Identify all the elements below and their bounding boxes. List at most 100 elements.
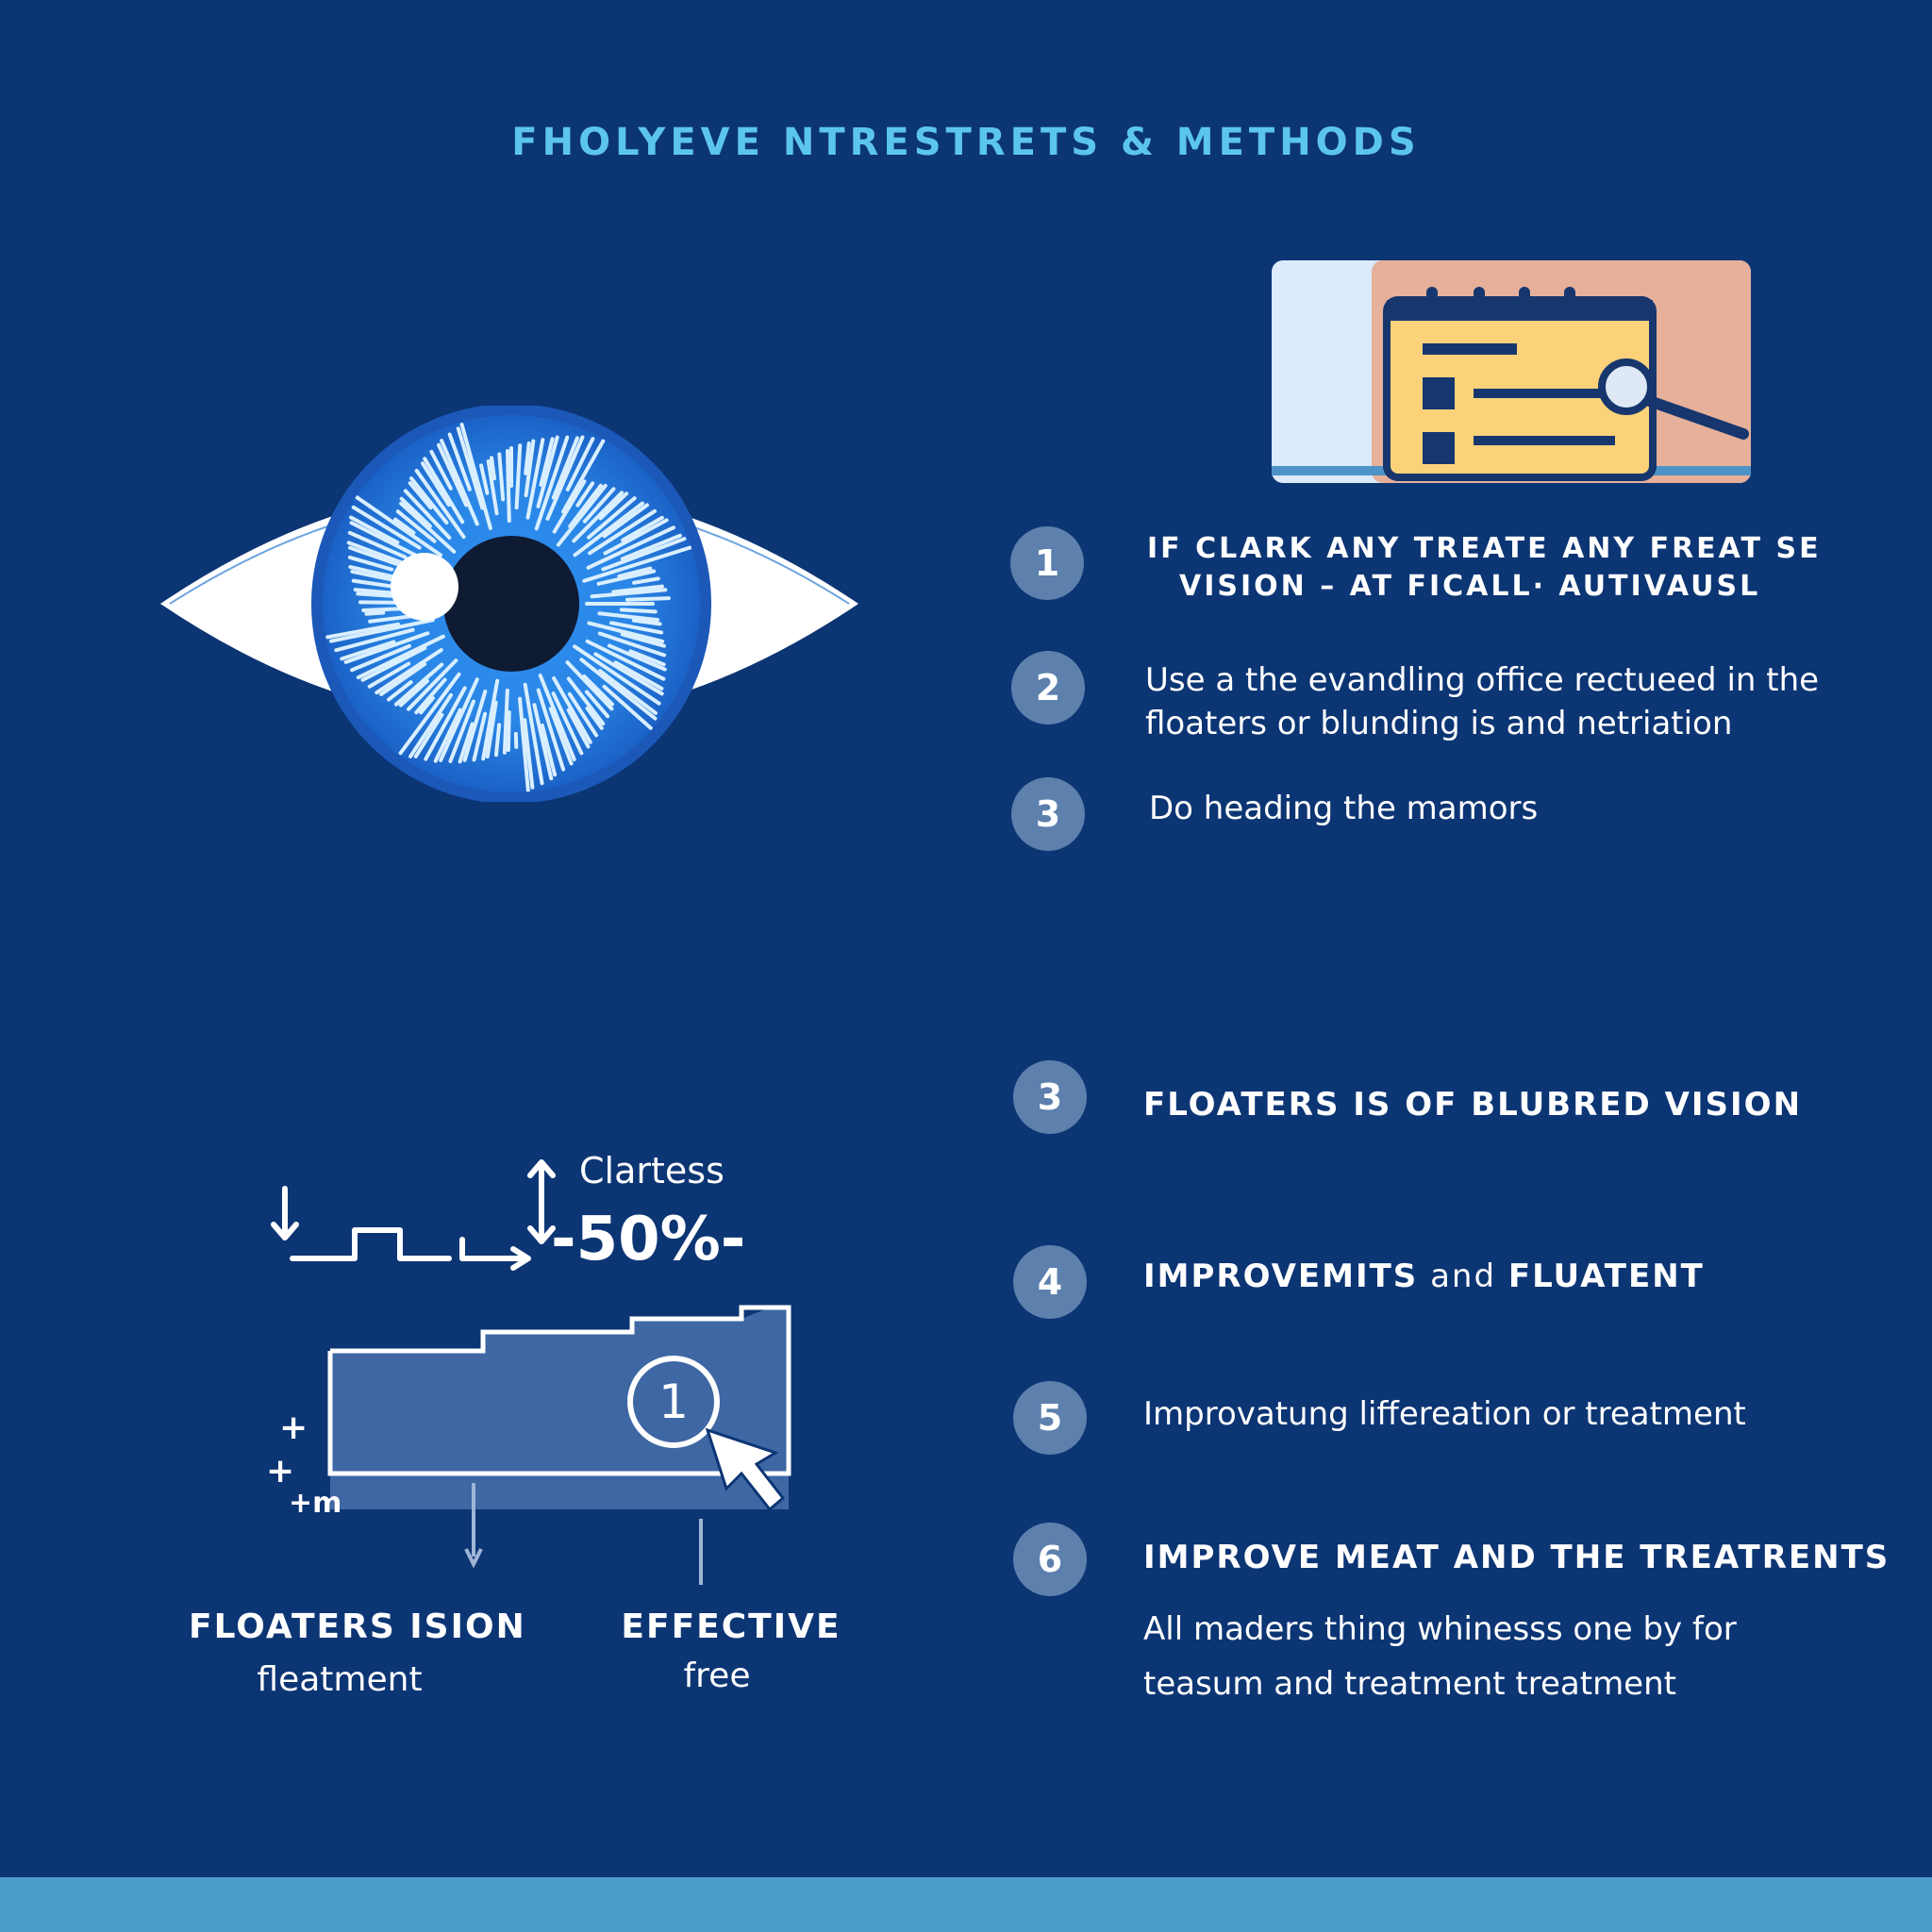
- iris-streak: [514, 443, 523, 510]
- iris-streak: [490, 456, 497, 481]
- iris-streak: [619, 608, 658, 614]
- iris-streak: [611, 584, 664, 594]
- iris-streak: [609, 621, 664, 635]
- iris-streak: [575, 481, 595, 508]
- iris-streak: [534, 435, 570, 531]
- iris-streak: [325, 622, 400, 640]
- iris-streak: [593, 652, 664, 696]
- iris-streak: [587, 496, 637, 540]
- step-badge-6: 6: [1013, 1523, 1087, 1596]
- step-1-line2: VISION – AT FICALL· AUTIVAUSL: [1179, 570, 1761, 603]
- iris-streak: [582, 487, 616, 524]
- step-6-desc-line2: teasum and treatment treatment: [1143, 1665, 1676, 1703]
- iris-streak: [548, 707, 574, 766]
- iris-streak: [493, 723, 502, 758]
- iris-streak: [486, 458, 499, 516]
- floaters-label: FLOATERS ISION: [189, 1607, 526, 1646]
- iris-streak: [479, 463, 490, 495]
- iris-streak: [413, 712, 444, 758]
- step-4-mid: and: [1418, 1257, 1508, 1295]
- step-1-line1: IF CLARK ANY TREATE ANY FREAT SE: [1147, 532, 1822, 565]
- iris-streak: [568, 483, 603, 528]
- iris-streak: [356, 634, 445, 680]
- iris-streak: [582, 674, 615, 707]
- iris-streak: [567, 691, 599, 738]
- step-badge-4: 4: [1013, 1245, 1087, 1319]
- iris-streak: [617, 566, 653, 578]
- iris-streak: [349, 515, 400, 545]
- iris-streak: [525, 438, 545, 520]
- iris-streak: [539, 437, 555, 487]
- iris-streak: [625, 596, 671, 602]
- step-6-desc-line1: All maders thing whinesss one by for: [1143, 1610, 1737, 1648]
- iris-streak: [561, 439, 606, 514]
- step-badge-3b: 3: [1013, 1060, 1087, 1134]
- iris-streak: [566, 676, 606, 726]
- clarity-diagram: [271, 1159, 791, 1585]
- iris-streak: [351, 505, 422, 550]
- iris-streak: [403, 489, 452, 540]
- iris-streak: [356, 591, 394, 598]
- iris-streak: [506, 709, 511, 752]
- clarity-label: Clartess: [579, 1150, 724, 1191]
- iris-streak: [398, 678, 429, 708]
- iris-streak: [552, 479, 587, 534]
- iris-streak: [524, 439, 536, 498]
- iris-streak: [551, 691, 584, 756]
- iris-streak: [355, 495, 443, 558]
- iris-streak: [497, 452, 506, 502]
- iris-streak: [437, 442, 469, 508]
- iris-streak: [552, 676, 592, 744]
- iris-streak: [334, 627, 415, 653]
- iris-streak: [408, 692, 454, 758]
- iris-streak: [407, 658, 458, 711]
- iris-streak: [439, 677, 479, 762]
- iris-streak: [538, 674, 576, 762]
- iris-streak: [350, 643, 411, 673]
- iris-streak: [360, 645, 427, 682]
- step-3-text: Do heading the mamors: [1149, 790, 1539, 827]
- iris-streak: [398, 672, 461, 756]
- iris-streak: [505, 449, 511, 524]
- iris-streak: [532, 703, 554, 781]
- step-4-heading: IMPROVEMITS and FLUATENT: [1143, 1255, 1705, 1298]
- iris-streak: [536, 688, 566, 772]
- iris-streak: [447, 432, 472, 491]
- cursor-icon: [705, 1427, 786, 1512]
- iris-streak: [601, 537, 687, 572]
- step-4-bold-b: FLUATENT: [1507, 1257, 1705, 1295]
- iris-streak: [462, 689, 488, 762]
- iris-streak: [598, 669, 658, 715]
- step-4-bold-a: IMPROVEMITS: [1143, 1257, 1419, 1295]
- iris-streak: [598, 491, 629, 521]
- iris-streak: [502, 688, 509, 755]
- iris-streak: [485, 700, 498, 759]
- plus-mark-3: +m: [289, 1487, 342, 1520]
- floaters-sublabel: fleatment: [257, 1660, 423, 1699]
- iris-streak: [565, 660, 614, 711]
- iris-streak: [394, 662, 444, 707]
- iris-streak: [551, 436, 579, 500]
- iris-streak: [573, 501, 644, 558]
- chart-badge-number: 1: [658, 1374, 689, 1429]
- iris-streak: [620, 533, 682, 561]
- iris-streak: [440, 439, 479, 526]
- step-2-line2: floaters or blunding is and netriation: [1145, 705, 1733, 742]
- iris-streak: [408, 481, 433, 510]
- iris-streak: [602, 684, 653, 730]
- step-badge-3: 3: [1011, 777, 1085, 851]
- iris-streak: [448, 699, 475, 763]
- iris-streak: [631, 618, 662, 626]
- iris-streak: [419, 695, 435, 715]
- iris-streak: [347, 555, 394, 572]
- iris-streak: [586, 525, 675, 570]
- iris-streak: [429, 449, 453, 491]
- iris-streak: [395, 509, 437, 543]
- iris-streak: [603, 518, 669, 556]
- iris-streak: [579, 658, 658, 721]
- iris-streak: [584, 690, 610, 719]
- iris-streak: [524, 441, 531, 475]
- iris-streak: [597, 631, 667, 658]
- page-title: FHOLYEVE NTRESTRETS & METHODS: [511, 121, 1421, 164]
- iris-streak: [343, 631, 430, 664]
